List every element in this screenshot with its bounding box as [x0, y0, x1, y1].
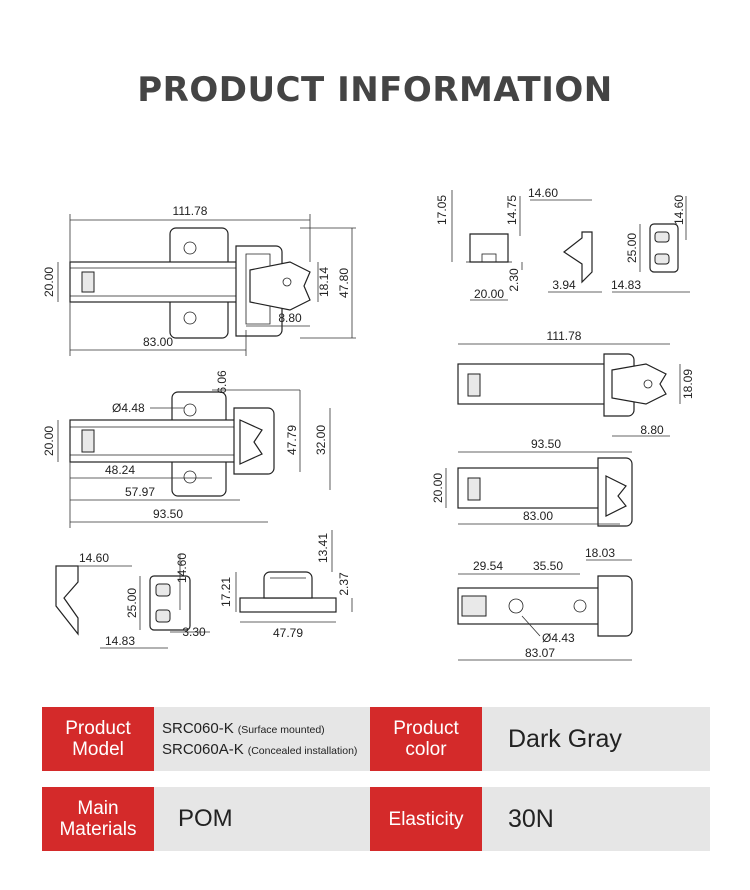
latch-loop	[597, 575, 633, 637]
catch-top	[649, 223, 679, 273]
svg-text:3.30: 3.30	[182, 625, 206, 639]
svg-text:20.00: 20.00	[474, 287, 504, 301]
svg-text:111.78: 111.78	[547, 329, 582, 343]
svg-text:14.83: 14.83	[611, 278, 641, 292]
svg-text:14.60: 14.60	[528, 186, 558, 200]
catch-body	[263, 571, 313, 599]
svg-text:83.00: 83.00	[523, 509, 553, 523]
svg-text:2.37: 2.37	[337, 572, 351, 596]
svg-text:25.00: 25.00	[125, 588, 139, 618]
catch-block	[469, 233, 509, 263]
svg-text:Ø4.43: Ø4.43	[542, 631, 575, 645]
main-materials-value: POM	[154, 787, 370, 851]
view-3-side: 14.60 14.60 25.00 14.83 3.30	[55, 551, 210, 649]
screw-hole	[183, 241, 197, 255]
view-6-catch-side: 14.60 3.94	[528, 186, 602, 293]
svg-text:17.21: 17.21	[219, 577, 233, 607]
view-2-concealed: Ø4.48 6.06 20.00 47.79 32.00 48.24 57.97…	[42, 370, 331, 528]
bracket-side	[562, 231, 593, 284]
latch-hook	[249, 261, 311, 311]
svg-text:35.50: 35.50	[533, 559, 563, 573]
latch-hook	[611, 363, 667, 405]
catch-front	[149, 575, 191, 631]
product-model-value: SRC060-K(Surface mounted) SRC060A-K(Conc…	[154, 707, 370, 771]
catch-base	[239, 597, 337, 613]
svg-text:14.60: 14.60	[175, 553, 189, 583]
svg-text:3.94: 3.94	[552, 278, 576, 292]
technical-drawing: 111.78 20.00 18.14 47.80 8.80 83.00 Ø4.4…	[42, 186, 695, 661]
view-10-section: 29.54 35.50 18.03 Ø4.43 83.07	[457, 546, 633, 661]
elasticity-value: 30N	[482, 787, 710, 851]
svg-text:8.80: 8.80	[278, 311, 302, 325]
latch-body	[457, 467, 619, 509]
model-2: SRC060A-K	[162, 741, 244, 758]
bracket-side	[55, 565, 79, 636]
page-title: PRODUCT INFORMATION	[137, 70, 613, 110]
view-7-catch-top: 14.60 25.00 14.83	[611, 195, 690, 293]
push-button	[81, 271, 95, 293]
model-2-note: (Concealed installation)	[247, 745, 358, 757]
svg-text:83.00: 83.00	[143, 335, 173, 349]
svg-text:18.03: 18.03	[585, 546, 615, 560]
svg-text:18.14: 18.14	[317, 267, 331, 297]
view-9-right-concealed: 93.50 20.00 83.00	[431, 437, 633, 527]
svg-text:93.50: 93.50	[531, 437, 561, 451]
svg-text:20.00: 20.00	[42, 426, 56, 456]
view-8-right-latch: 111.78 18.09 8.80	[457, 329, 695, 437]
svg-text:47.80: 47.80	[337, 268, 351, 298]
view-5-catch-front: 17.05 14.75 20.00 2.30	[435, 190, 523, 301]
svg-text:57.97: 57.97	[125, 485, 155, 499]
svg-text:47.79: 47.79	[285, 425, 299, 455]
view-4-catch-side: 13.41 17.21 2.37 47.79	[219, 530, 353, 640]
svg-text:83.07: 83.07	[525, 646, 555, 660]
svg-text:13.41: 13.41	[316, 533, 330, 563]
svg-text:14.60: 14.60	[79, 551, 109, 565]
elasticity-label: Elasticity	[370, 787, 482, 851]
svg-text:111.78: 111.78	[173, 204, 208, 218]
svg-text:6.06: 6.06	[215, 370, 229, 394]
model-1-note: (Surface mounted)	[237, 724, 325, 736]
view-1-top: 111.78 20.00 18.14 47.80 8.80 83.00	[42, 204, 356, 356]
svg-text:32.00: 32.00	[314, 425, 328, 455]
svg-text:48.24: 48.24	[105, 463, 135, 477]
svg-text:2.30: 2.30	[507, 268, 521, 292]
screw-hole	[183, 311, 197, 325]
product-color-value: Dark Gray	[482, 707, 710, 771]
svg-text:17.05: 17.05	[435, 195, 449, 225]
latch-body	[457, 363, 619, 405]
svg-text:14.83: 14.83	[105, 634, 135, 648]
latch-body	[69, 261, 251, 303]
svg-text:20.00: 20.00	[42, 267, 56, 297]
svg-text:18.09: 18.09	[681, 369, 695, 399]
svg-text:47.79: 47.79	[273, 626, 303, 640]
svg-text:25.00: 25.00	[625, 233, 639, 263]
svg-text:14.75: 14.75	[505, 195, 519, 225]
svg-text:Ø4.48: Ø4.48	[112, 401, 145, 415]
svg-text:14.60: 14.60	[672, 195, 686, 225]
svg-text:8.80: 8.80	[640, 423, 664, 437]
svg-text:93.50: 93.50	[153, 507, 183, 521]
latch-body	[69, 419, 251, 463]
model-1: SRC060-K	[162, 720, 234, 737]
svg-text:20.00: 20.00	[431, 473, 445, 503]
svg-text:29.54: 29.54	[473, 559, 503, 573]
